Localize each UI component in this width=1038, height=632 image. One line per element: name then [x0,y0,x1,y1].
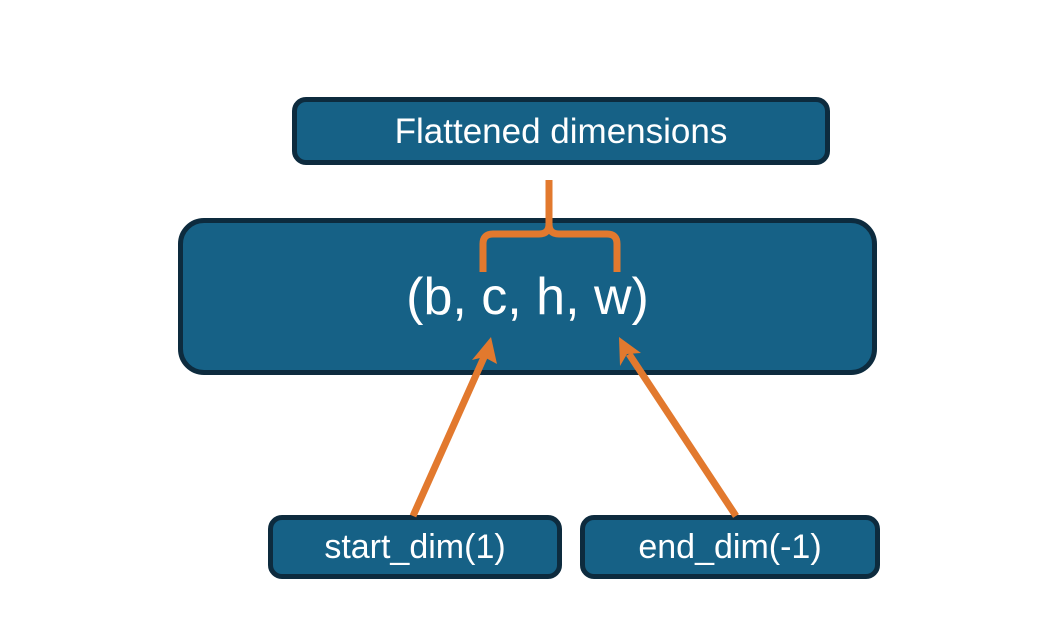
flattened-dimensions-label: Flattened dimensions [394,111,728,151]
end-dim-box: end_dim(-1) [580,515,880,579]
start-dim-label: start_dim(1) [324,528,506,566]
start-dim-box: start_dim(1) [268,515,562,579]
tensor-shape-box: (b, c, h, w) [178,218,877,375]
flattened-dimensions-box: Flattened dimensions [292,97,830,165]
end-dim-label: end_dim(-1) [638,528,822,566]
tensor-shape-label: (b, c, h, w) [406,267,649,326]
